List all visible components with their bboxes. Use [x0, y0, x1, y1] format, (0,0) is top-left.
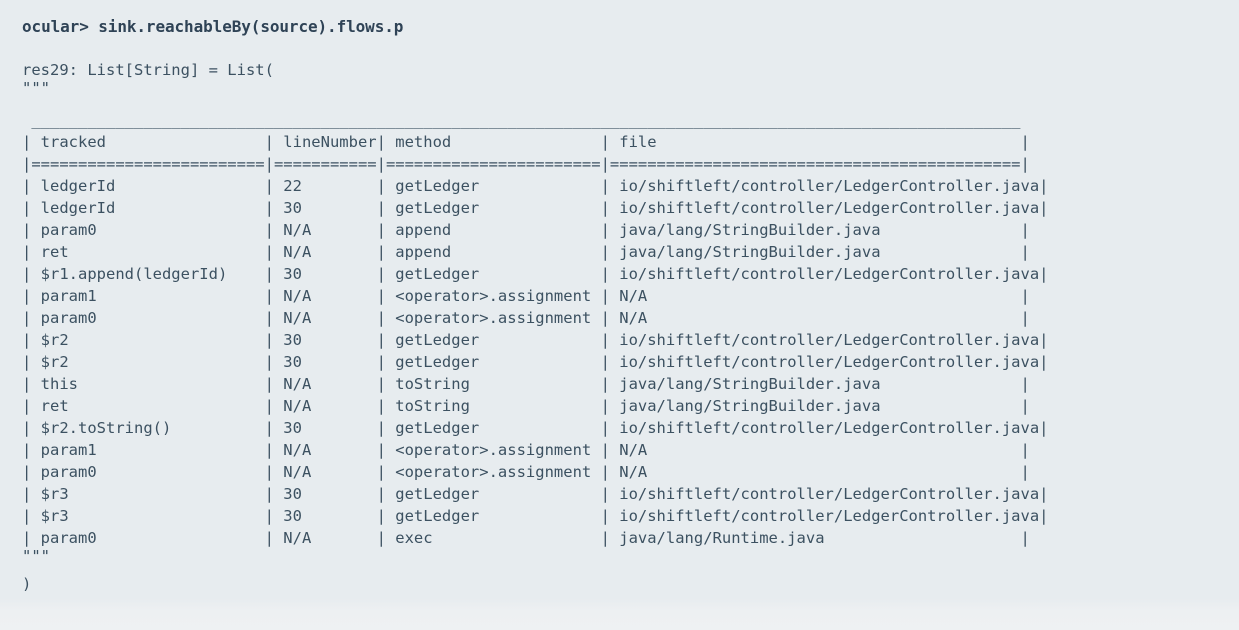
table-row: | ret | N/A | append | java/lang/StringB…	[22, 243, 1030, 261]
table-row: | param1 | N/A | <operator>.assignment |…	[22, 287, 1030, 305]
table-row: | param0 | N/A | exec | java/lang/Runtim…	[22, 529, 1030, 547]
table-row: | $r1.append(ledgerId) | 30 | getLedger …	[22, 265, 1049, 283]
terminal-console: ocular> sink.reachableBy(source).flows.p…	[22, 17, 1239, 593]
table-row: | ledgerId | 30 | getLedger | io/shiftle…	[22, 199, 1049, 217]
spacer	[22, 95, 1239, 109]
table-row: | this | N/A | toString | java/lang/Stri…	[22, 375, 1030, 393]
table-header-divider: |=========================|===========|=…	[22, 155, 1030, 173]
closing-paren: )	[22, 575, 32, 593]
table-row: | param0 | N/A | <operator>.assignment |…	[22, 463, 1030, 481]
flows-ascii-table: ________________________________________…	[22, 109, 1239, 549]
result-declaration-line: res29: List[String] = List(	[22, 61, 274, 79]
triple-quote-close: """	[22, 547, 50, 565]
prompt-command-line[interactable]: ocular> sink.reachableBy(source).flows.p	[22, 17, 404, 36]
triple-quote-open: """	[22, 79, 50, 97]
table-row: | param0 | N/A | append | java/lang/Stri…	[22, 221, 1030, 239]
table-row: | $r2 | 30 | getLedger | io/shiftleft/co…	[22, 331, 1049, 349]
table-row: | param1 | N/A | <operator>.assignment |…	[22, 441, 1030, 459]
table-row: | $r2.toString() | 30 | getLedger | io/s…	[22, 419, 1049, 437]
table-top-border: ________________________________________…	[22, 111, 1021, 129]
table-row: | param0 | N/A | <operator>.assignment |…	[22, 309, 1030, 327]
table-row: | $r3 | 30 | getLedger | io/shiftleft/co…	[22, 507, 1049, 525]
table-row: | $r2 | 30 | getLedger | io/shiftleft/co…	[22, 353, 1049, 371]
table-header-row: | tracked | lineNumber| method | file |	[22, 133, 1030, 151]
table-row: | ret | N/A | toString | java/lang/Strin…	[22, 397, 1030, 415]
table-row: | $r3 | 30 | getLedger | io/shiftleft/co…	[22, 485, 1049, 503]
table-row: | ledgerId | 22 | getLedger | io/shiftle…	[22, 177, 1049, 195]
